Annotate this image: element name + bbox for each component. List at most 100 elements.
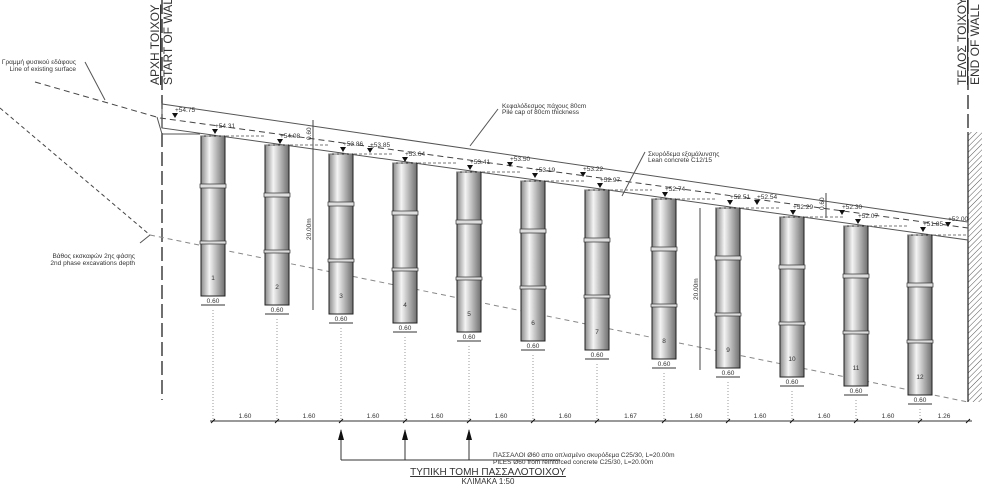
elevation-marker: +52.29 xyxy=(790,204,813,215)
elevation-value: +54.31 xyxy=(215,123,235,130)
pile-callout-arrows xyxy=(338,429,472,460)
pile-width-dim: 0.60 xyxy=(527,343,540,350)
elevation-marker: +54.31 xyxy=(212,123,235,134)
pile-cap xyxy=(161,103,969,241)
spacing-dim: 1.60 xyxy=(495,413,508,420)
svg-text:ΠΑΣΣΑΛΟΙ Ø60 απο οπλισμένο σκυ: ΠΑΣΣΑΛΟΙ Ø60 απο οπλισμένο σκυρόδεμα C25… xyxy=(493,451,675,459)
pile-width-dim: 0.60 xyxy=(786,379,799,386)
svg-text:ΑΡΧΗ ΤΟΙΧΟΥ: ΑΡΧΗ ΤΟΙΧΟΥ xyxy=(148,4,162,85)
pile: 30.60 xyxy=(327,153,393,421)
elevation-value: +53.50 xyxy=(510,156,530,163)
pile-width-dim: 0.60 xyxy=(399,325,412,332)
pile: 80.60 xyxy=(650,198,716,421)
elevation-marker: +52.74 xyxy=(662,186,685,197)
note-existing-surface: Γραμμή φυσικού εδάφους Line of existing … xyxy=(2,58,76,73)
note-excavation: Βάθος εκσκαφών 2ης φάσης 2nd phase excav… xyxy=(50,252,135,267)
spacing-dim: 1.60 xyxy=(690,413,703,420)
svg-text:END OF WALL: END OF WALL xyxy=(968,4,982,85)
spacing-dim: 1.60 xyxy=(559,413,572,420)
elevation-marker: +52.97 xyxy=(597,177,620,188)
spacing-dim: 1.60 xyxy=(431,413,444,420)
pile-length-dim-left: 20.00m xyxy=(306,218,313,240)
elevation-value: +53.85 xyxy=(370,142,390,149)
elevation-marker: +52.51 xyxy=(727,194,750,205)
pile-width-dim: 0.60 xyxy=(722,370,735,377)
elevation-marker: +52.00 xyxy=(945,216,968,227)
elevation-marker: +51.85 xyxy=(920,221,943,232)
end-wall-label: ΤΕΛΟΣ ΤΟΙΧΟΥ END OF WALL xyxy=(955,0,982,85)
elevation-marker: +52.54 xyxy=(754,194,777,205)
pile-number: 11 xyxy=(853,365,860,372)
drawing-title: ΤΥΠΙΚΗ ΤΟΜΗ ΠΑΣΣΑΛΟΤΟΙΧΟΥ xyxy=(410,467,566,478)
pile-number: 10 xyxy=(788,356,796,363)
pile: 10.60 xyxy=(199,135,265,421)
elevation-value: +52.07 xyxy=(858,213,878,220)
elevation-value: +52.97 xyxy=(600,177,620,184)
pile-number: 3 xyxy=(339,293,343,300)
spacing-dim: 1.26 xyxy=(938,413,951,420)
elevation-marker: +54.08 xyxy=(277,133,300,144)
elevation-value: +53.19 xyxy=(535,167,555,174)
pile-body xyxy=(779,216,805,378)
elevation-value: +54.75 xyxy=(175,107,195,114)
pile-length-dim-right: 20.00m xyxy=(693,278,700,300)
pile: 50.60 xyxy=(455,171,521,421)
cap-thickness-dim-right: 0.60 xyxy=(819,197,826,210)
spacing-dim: 1.60 xyxy=(818,413,831,420)
note-lean-concrete: Σκυρόδεμα εξομάλυνσης Lean concrete C12/… xyxy=(648,150,719,164)
pile-body xyxy=(907,234,933,396)
pile: 100.60 xyxy=(778,216,844,421)
pile-width-dim: 0.60 xyxy=(591,352,604,359)
svg-text:START OF WALL: START OF WALL xyxy=(161,0,175,85)
elevation-marker: +53.64 xyxy=(402,151,425,162)
end-wall-hatch xyxy=(968,132,982,402)
note-piles: ΠΑΣΣΑΛΟΙ Ø60 απο οπλισμένο σκυρόδεμα C25… xyxy=(493,451,675,466)
pile-body xyxy=(200,135,226,297)
pile-width-dim: 0.60 xyxy=(463,334,476,341)
elevation-marker: +53.86 xyxy=(340,141,363,152)
pile-width-dim: 0.60 xyxy=(658,361,671,368)
pile-body xyxy=(456,171,482,333)
elevation-marker: +52.07 xyxy=(855,213,878,224)
pile-body xyxy=(584,189,610,351)
pile-width-dim: 0.60 xyxy=(335,316,348,323)
pile-body xyxy=(264,144,290,306)
pile: 20.60 xyxy=(263,144,329,421)
pile-number: 2 xyxy=(275,284,279,291)
note-pile-cap: Κεφαλόδεσμος πάχους 80cm Pile cap of 80c… xyxy=(502,102,586,116)
elevation-marker: +53.22 xyxy=(580,166,603,177)
elevation-value: +52.51 xyxy=(730,194,750,201)
svg-text:Γραμμή φυσικού εδάφους: Γραμμή φυσικού εδάφους xyxy=(2,58,76,66)
spacing-dim: 1.60 xyxy=(882,413,895,420)
cap-thickness-dim-left: 0.60 xyxy=(306,127,313,140)
existing-surface-line xyxy=(34,81,969,229)
pile-number: 5 xyxy=(467,311,471,318)
pile: 60.60 xyxy=(519,180,585,421)
pile: 70.60 xyxy=(583,189,652,421)
pile-body xyxy=(328,153,354,315)
pile-number: 1 xyxy=(211,275,215,282)
pile-body xyxy=(392,162,418,324)
elevation-value: +52.30 xyxy=(842,204,862,211)
elevation-value: +53.22 xyxy=(583,166,603,173)
spacing-dim: 1.60 xyxy=(367,413,380,420)
svg-text:Βάθος εκσκαφών 2ης φάσης: Βάθος εκσκαφών 2ης φάσης xyxy=(52,252,135,260)
elevation-value: +52.00 xyxy=(948,216,968,223)
excavation-line xyxy=(0,107,151,236)
pile: 110.60 xyxy=(842,225,908,421)
elevation-marker: +53.50 xyxy=(507,156,530,167)
elevation-marker: +52.30 xyxy=(839,204,862,215)
pile-number: 8 xyxy=(662,338,666,345)
pile-width-dim: 0.60 xyxy=(850,388,863,395)
pile: 120.60 xyxy=(906,234,968,421)
elevation-value: +52.54 xyxy=(757,194,777,201)
spacing-dim: 1.60 xyxy=(239,413,252,420)
pile: 40.60 xyxy=(391,162,457,421)
svg-text:PILES Ø60 from reinforced conc: PILES Ø60 from reinforced concrete C25/3… xyxy=(493,459,653,466)
pile-body xyxy=(520,180,546,342)
pile: 90.60 xyxy=(714,207,780,421)
elevation-value: +52.74 xyxy=(665,186,685,193)
spacing-dim: 1.60 xyxy=(754,413,767,420)
elevation-value: +52.29 xyxy=(793,204,813,211)
spacing-dim: 1.67 xyxy=(624,413,637,420)
